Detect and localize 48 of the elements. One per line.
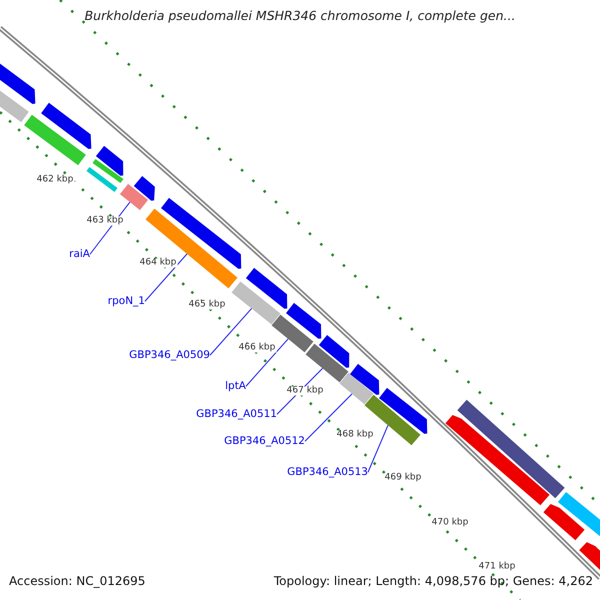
gene-feature (340, 372, 374, 404)
scale-label: 465 kbp (188, 300, 226, 310)
gene-feature (86, 167, 118, 192)
gene-label: GBP346_A0509 (129, 350, 210, 360)
gene-feature (318, 335, 350, 368)
gene-feature (306, 344, 348, 382)
scale-label: 468 kbp (336, 430, 374, 440)
leader-line (144, 253, 188, 302)
gene-label: GBP346_A0512 (224, 436, 305, 446)
gene-label: raiA (69, 249, 90, 260)
gene-feature (96, 146, 124, 176)
gene-feature (161, 198, 242, 269)
gene-feature (0, 90, 29, 122)
leader-line (304, 393, 352, 442)
scale-label: 469 kbp (384, 474, 422, 482)
leader-line (368, 424, 388, 473)
summary-text: Topology: linear; Length: 4,098,576 bp; Genes: 4,262 (274, 575, 593, 587)
gene-feature (350, 364, 380, 395)
scale-label: 466 kbp (238, 344, 276, 352)
gene-feature (120, 184, 148, 210)
scale-label: 463 kbp (86, 216, 124, 226)
scale-label: 464 kbp (138, 258, 178, 268)
gene-feature (246, 268, 288, 309)
gene-feature (0, 62, 36, 104)
leader-line (246, 338, 289, 387)
gene-feature (134, 176, 155, 201)
scale-label: 471 kbp (478, 562, 516, 572)
gene-label: lptA (225, 381, 246, 392)
gene-label: GBP346_A0513 (287, 467, 368, 478)
gene-feature (543, 504, 585, 540)
scale-label: 467 kbp (286, 386, 324, 396)
title: Burkholderia pseudomallei MSHR346 chromosome I, complete gen... (84, 10, 516, 22)
gene-label: GBP346_A0511 (196, 409, 277, 420)
gene-feature (558, 492, 600, 537)
gene-feature (445, 415, 550, 506)
gene-feature (92, 159, 124, 183)
scale-label: 462 kbp (36, 176, 74, 184)
gene-feature (24, 114, 86, 166)
accession-text: Accession: NC_012695 (9, 575, 146, 587)
gene-label: rpoN_1 (108, 296, 145, 306)
gene-feature (41, 102, 92, 149)
gene-feature (379, 388, 428, 434)
scale-label: 470 kbp (430, 518, 470, 528)
leader-line (210, 308, 252, 356)
gene-feature (579, 542, 600, 570)
gene-feature (457, 400, 565, 498)
gene-feature (232, 282, 280, 324)
gene-feature (286, 302, 322, 339)
